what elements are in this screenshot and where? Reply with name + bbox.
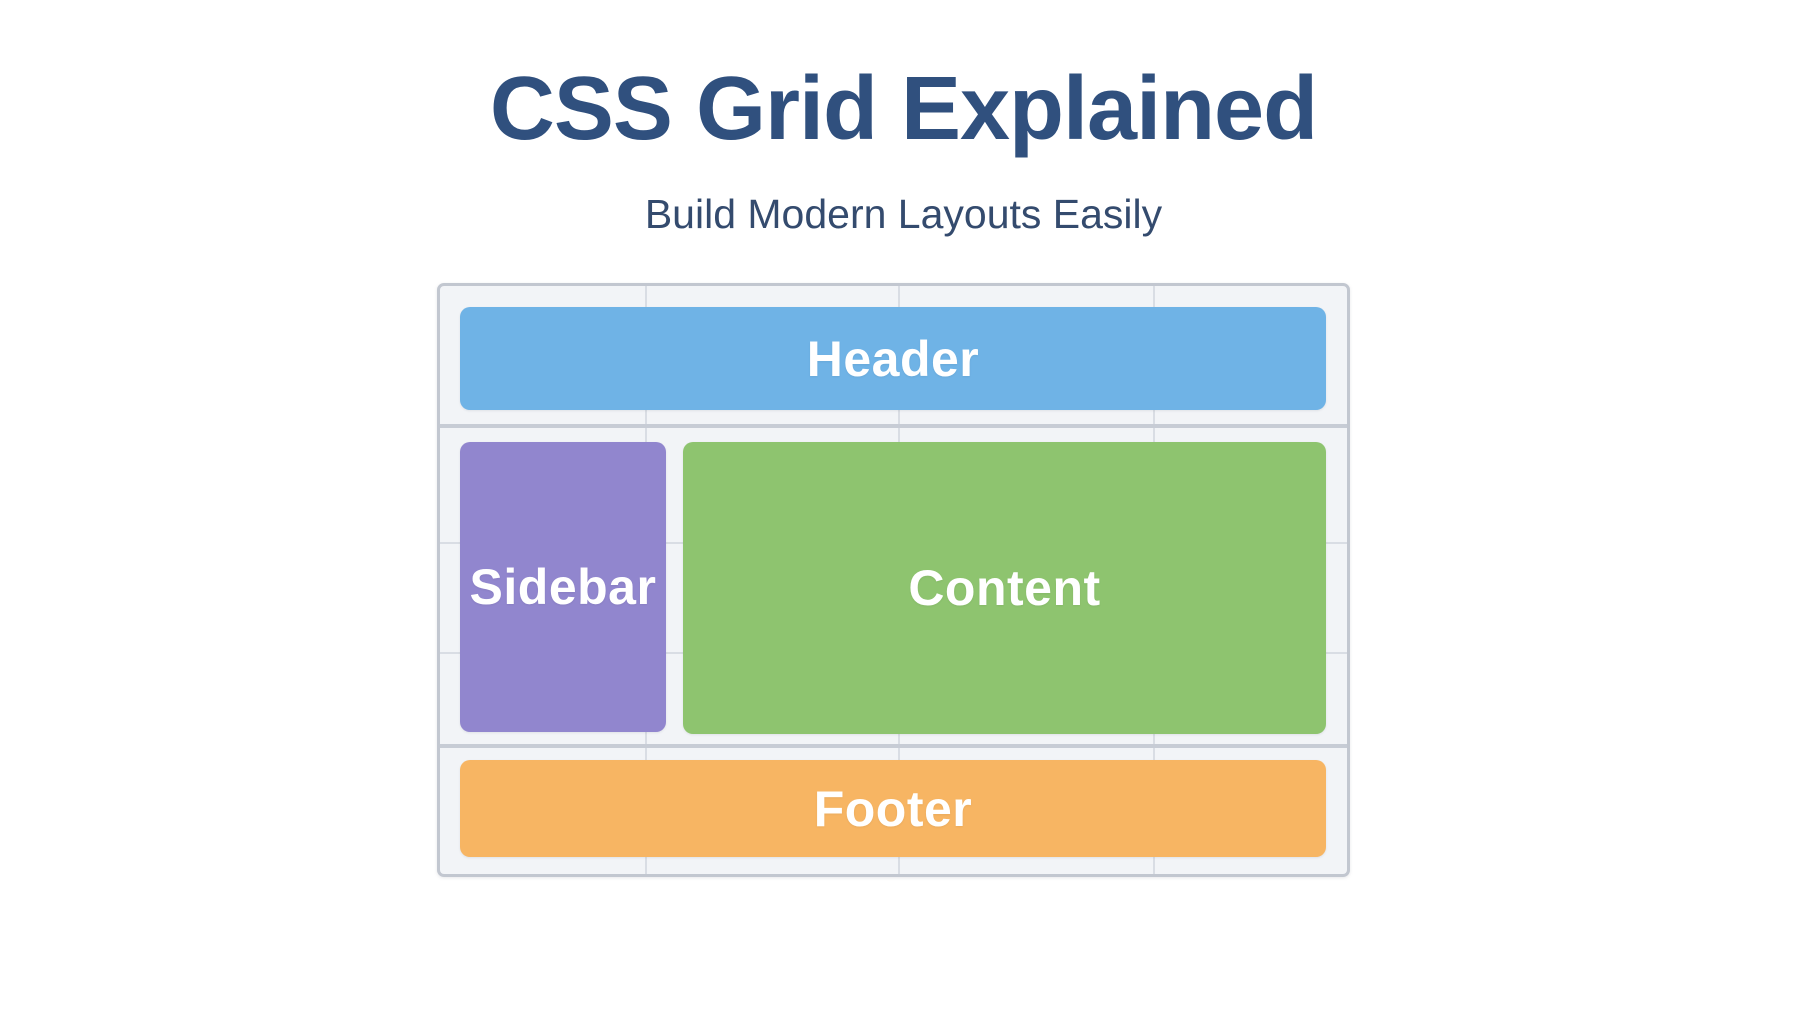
grid-block-header: Header (460, 307, 1326, 410)
grid-block-sidebar-label: Sidebar (469, 559, 657, 615)
page-title: CSS Grid Explained (489, 59, 1318, 159)
grid-block-footer-label: Footer (813, 780, 973, 837)
grid-block-header-label: Header (806, 330, 980, 387)
grid-block-content-label: Content (908, 560, 1101, 616)
grid-row-track-line-4 (440, 744, 1347, 748)
grid-block-footer: Footer (460, 760, 1326, 857)
grid-block-content: Content (683, 442, 1326, 734)
grid-block-sidebar: Sidebar (460, 442, 666, 732)
css-grid-diagram: Header Sidebar Content Footer (437, 283, 1350, 877)
grid-row-track-line-1 (440, 424, 1347, 428)
page-subtitle: Build Modern Layouts Easily (644, 191, 1163, 237)
